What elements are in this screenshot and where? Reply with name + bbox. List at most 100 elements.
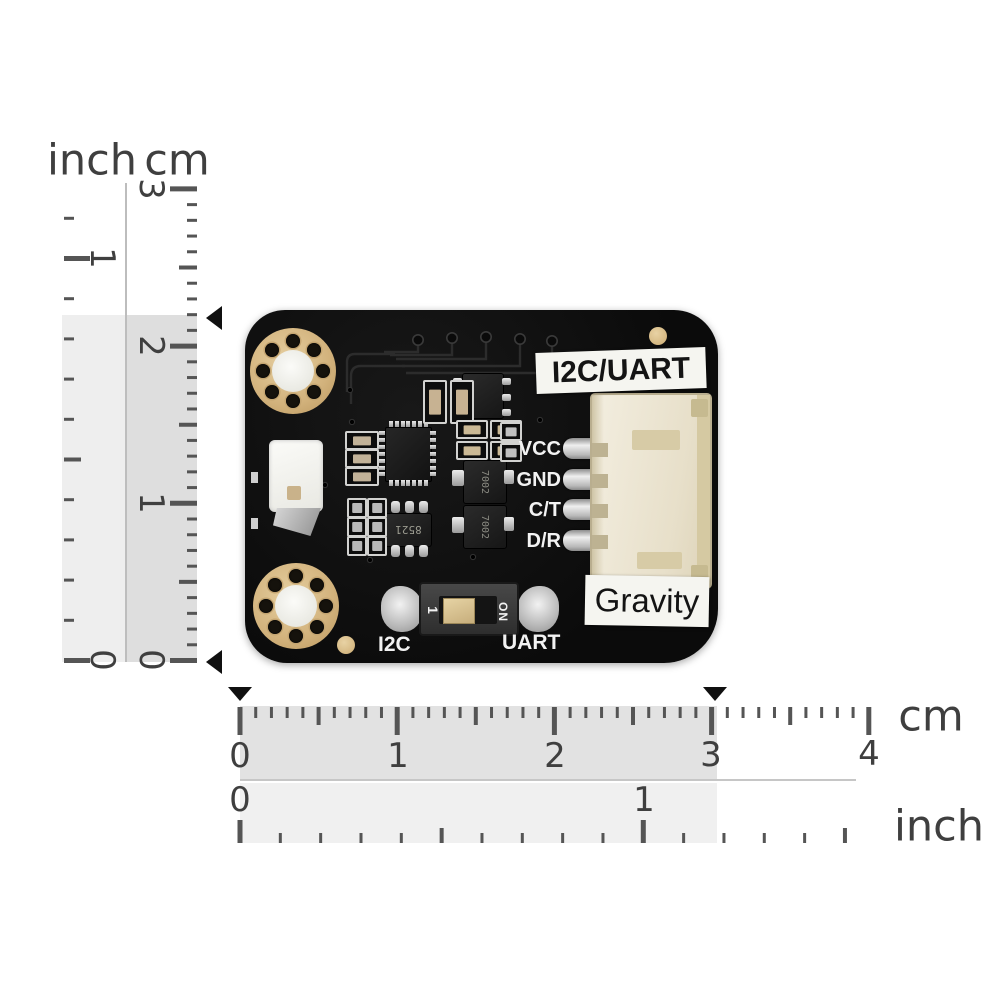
smd-chip: [372, 522, 382, 532]
switch-solder-pad-left: [381, 586, 423, 632]
ic-pin: [379, 458, 385, 463]
mounting-hole-satellite: [286, 394, 300, 408]
jst-connector: [590, 393, 712, 589]
mosfet-7002-upper: 7002: [463, 460, 507, 504]
ic-pin: [379, 444, 385, 449]
mounting-hole-satellite: [267, 620, 282, 635]
hcm-label-1: 1: [387, 736, 409, 776]
ic-pin: [394, 480, 399, 486]
mosfet-7002-lower: 7002: [463, 505, 507, 549]
ic-pin: [418, 421, 422, 427]
sensor-metal-tab: [273, 508, 321, 536]
marker-board-right: [703, 687, 727, 701]
pcb-trace: [402, 339, 522, 368]
connector-pin-slot: [592, 443, 608, 457]
smd-chip: [372, 503, 382, 513]
ic-pin: [430, 472, 436, 477]
mosfet-7002-lower-marking: 7002: [479, 514, 491, 540]
mounting-hole-satellite: [286, 334, 300, 348]
vcm-label-3: 3: [131, 178, 171, 200]
pcb-via: [366, 556, 374, 564]
smd-chip: [505, 426, 517, 437]
smd-pad: [345, 431, 379, 450]
vertical-ruler-divider: [125, 183, 127, 662]
ic-pin: [389, 421, 393, 427]
smd-pad: [423, 380, 447, 424]
hcm-label-0: 0: [229, 736, 251, 776]
smd-chip: [456, 389, 468, 415]
mounting-hole-satellite: [264, 342, 279, 357]
pin-label-gnd: GND: [516, 469, 561, 491]
pin-label-dr: D/R: [526, 530, 561, 552]
smd-pad: [367, 536, 387, 556]
smd-chip: [353, 471, 371, 482]
mounting-hole-satellite: [256, 364, 270, 378]
ic-pin: [379, 431, 385, 435]
connector-pin-slot: [592, 535, 608, 549]
pcb-via: [513, 332, 526, 345]
brand-sticker: Gravity: [584, 574, 710, 628]
sot-pin: [502, 378, 511, 385]
smd-chip: [352, 503, 362, 513]
fiducial-dot-top-right: [649, 327, 667, 345]
ic-pin: [430, 451, 436, 456]
cm-ruler-shaded-band: [240, 706, 717, 780]
pcb-via: [545, 334, 558, 347]
smd-chip: [372, 541, 382, 551]
ic-pin: [423, 480, 428, 486]
interface-sticker-text: I2C/UART: [551, 351, 691, 389]
mosfet-pin: [504, 517, 514, 531]
vertical-ruler-header-cm: cm: [144, 135, 210, 186]
pin-label-ct: C/T: [528, 499, 561, 521]
connector-top-notch: [632, 430, 680, 450]
vcm-label-1: 1: [131, 492, 171, 514]
marker-board-left: [228, 687, 252, 701]
ic-pin: [423, 421, 428, 427]
fiducial-dot-bottom-left: [337, 636, 355, 654]
sot-pin: [502, 394, 511, 401]
ic-pin: [379, 437, 385, 442]
smd-pad: [347, 498, 367, 518]
ic-pin: [400, 480, 405, 486]
mounting-hole-bore: [272, 350, 314, 392]
ic-pin: [430, 458, 436, 463]
interface-sticker: I2C/UART: [535, 347, 707, 394]
smd-chip: [352, 522, 362, 532]
sot-pin: [419, 545, 428, 557]
smd-chip: [353, 435, 371, 446]
pcb-board: 8521 7002 7002 VCC GND C/T D/R: [245, 310, 718, 663]
ic-pin: [430, 465, 436, 470]
mounting-hole-satellite: [264, 385, 279, 400]
sot-pin: [405, 501, 414, 513]
ic-pin: [430, 444, 436, 449]
smd-chip: [352, 541, 362, 551]
connector-right-wall: [697, 395, 710, 587]
smd-chip: [429, 389, 441, 415]
pcb-trace: [396, 337, 488, 361]
inch-unit-label: inch: [893, 801, 985, 852]
vinch-label-0: 0: [82, 649, 122, 671]
smd-pad: [456, 420, 488, 439]
pcb-via: [321, 481, 329, 489]
ic-pin: [412, 421, 417, 427]
smd-pad: [345, 467, 379, 486]
ic-pin: [394, 421, 399, 427]
smd-pad: [367, 498, 387, 518]
pcb-trace: [384, 340, 420, 354]
silkscreen-mark: [251, 518, 258, 529]
mounting-hole-satellite: [307, 342, 322, 357]
pcb-via: [348, 418, 356, 426]
hcm-label-4: 4: [858, 734, 880, 774]
sensor-component-body: [269, 440, 323, 512]
smd-pad: [500, 422, 522, 441]
smd-pad: [347, 517, 367, 537]
connector-tab-top: [691, 399, 708, 417]
mosfet-pin: [452, 470, 464, 486]
pcb-trace: [390, 338, 454, 357]
mounting-hole-satellite: [319, 599, 333, 613]
ic-pin: [379, 465, 385, 470]
ic-pin: [430, 431, 436, 435]
connector-pin-slot: [592, 504, 608, 518]
sot-pin: [405, 545, 414, 557]
